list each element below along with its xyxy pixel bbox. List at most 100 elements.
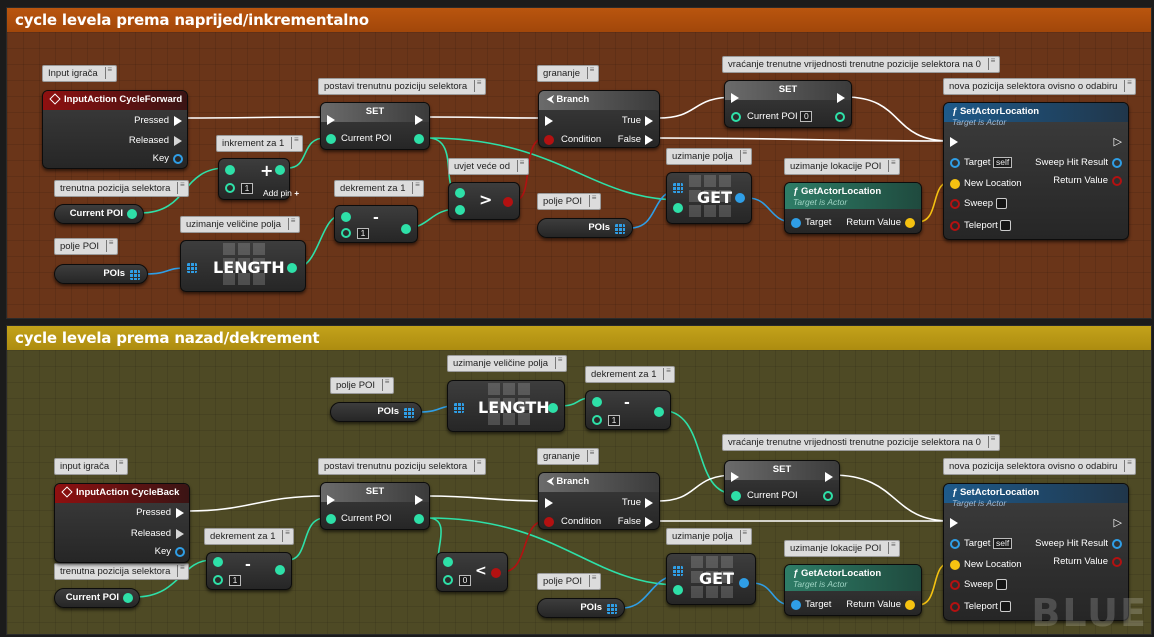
node-comment[interactable]: polje POI≡ — [537, 573, 602, 590]
array-out-pin-icon[interactable] — [615, 224, 625, 234]
int-in-pin-icon[interactable] — [326, 134, 336, 144]
node-subtract-decrement[interactable]: 1 - — [585, 390, 671, 430]
exec-in-pin-icon[interactable] — [545, 116, 553, 126]
int-in-pin-icon[interactable] — [225, 183, 235, 193]
vector-out-pin-icon[interactable] — [905, 600, 915, 610]
pin-comment-icon[interactable]: ≡ — [516, 159, 526, 172]
pin-comment-icon[interactable]: ≡ — [987, 57, 997, 70]
pin-comment-icon[interactable]: ≡ — [739, 529, 749, 542]
array-in-pin-icon[interactable] — [673, 566, 683, 576]
int-out-pin-icon[interactable] — [127, 209, 137, 219]
int-in-pin-icon[interactable] — [455, 188, 465, 198]
int-value-field[interactable]: 1 — [608, 415, 620, 426]
pin-comment-icon[interactable]: ≡ — [589, 194, 598, 207]
int-value-field[interactable]: 1 — [241, 183, 253, 194]
int-out-pin-icon[interactable] — [401, 224, 411, 234]
node-array-get[interactable]: GET — [666, 553, 756, 605]
node-comment[interactable]: uzimanje polja≡ — [666, 528, 752, 545]
exec-in-pin-icon[interactable] — [950, 518, 958, 528]
vector-out-pin-icon[interactable] — [905, 218, 915, 228]
node-set-current-poi[interactable]: SET Current POI — [320, 482, 430, 530]
int-in-pin-icon[interactable] — [225, 165, 235, 175]
node-comment[interactable]: dekrement za 1≡ — [204, 528, 295, 545]
node-comment[interactable]: dekrement za 1≡ — [334, 180, 425, 197]
bool-teleport-pin-icon[interactable] — [950, 221, 960, 231]
object-target-pin-icon[interactable] — [791, 218, 801, 228]
int-value-field[interactable]: 1 — [357, 228, 369, 239]
int-out-pin-icon[interactable] — [548, 403, 558, 413]
array-out-pin-icon[interactable] — [607, 604, 617, 614]
node-comment[interactable]: trenutna pozicija selektora≡ — [54, 180, 190, 197]
node-array-get[interactable]: GET — [666, 172, 752, 224]
int-in-pin-icon[interactable] — [592, 397, 602, 407]
pin-comment-icon[interactable]: ≡ — [106, 239, 115, 252]
node-array-length[interactable]: LENGTH — [180, 240, 306, 292]
int-out-pin-icon[interactable] — [835, 112, 845, 122]
node-comment[interactable]: uvjet veće od≡ — [448, 158, 529, 175]
bool-sweep-pin-icon[interactable] — [950, 580, 960, 590]
node-get-pois[interactable]: POIs — [54, 264, 148, 284]
exec-in-pin-icon[interactable] — [327, 115, 335, 125]
teleport-checkbox[interactable] — [1000, 220, 1012, 231]
pin-comment-icon[interactable]: ≡ — [739, 149, 749, 162]
pin-comment-icon[interactable]: ≡ — [474, 79, 483, 92]
node-comment[interactable]: postavi trenutnu poziciju selektora≡ — [318, 458, 487, 475]
array-in-pin-icon[interactable] — [187, 263, 197, 273]
pin-comment-icon[interactable]: ≡ — [282, 529, 291, 542]
node-comment[interactable]: inkrement za 1≡ — [216, 135, 304, 152]
pin-comment-icon[interactable]: ≡ — [1124, 459, 1133, 472]
exec-out-pin-icon[interactable] — [837, 93, 845, 103]
pin-comment-icon[interactable]: ≡ — [586, 66, 596, 79]
node-comment[interactable]: uzimanje veličine polja≡ — [447, 355, 568, 372]
node-set-current-poi[interactable]: SET Current POI — [320, 102, 430, 150]
node-comment[interactable]: polje POI≡ — [54, 238, 119, 255]
exec-pin-released-icon[interactable] — [176, 529, 184, 539]
node-comment[interactable]: grananje≡ — [537, 65, 599, 82]
exec-pin-released-icon[interactable] — [174, 136, 182, 146]
bool-out-pin-icon[interactable] — [503, 197, 513, 207]
comment-title-forward[interactable]: cycle levela prema naprijed/inkrementaln… — [7, 8, 1151, 32]
node-comment[interactable]: uzimanje lokacije POI≡ — [784, 540, 901, 557]
array-in-pin-icon[interactable] — [673, 183, 683, 193]
node-greater-than[interactable]: > — [448, 182, 520, 220]
pin-comment-icon[interactable]: ≡ — [116, 459, 125, 472]
int-out-pin-icon[interactable] — [275, 165, 285, 175]
node-input-action-cycle-forward[interactable]: InputAction CycleForward Pressed Release… — [42, 90, 188, 169]
struct-pin-key-icon[interactable] — [173, 154, 183, 164]
exec-out-pin-icon[interactable] — [825, 472, 833, 482]
int-in-pin-icon[interactable] — [731, 491, 741, 501]
node-comment[interactable]: grananje≡ — [537, 448, 599, 465]
int-index-pin-icon[interactable] — [673, 585, 683, 595]
int-in-pin-icon[interactable] — [443, 557, 453, 567]
node-branch[interactable]: ⮜ Branch True Condition False — [538, 90, 660, 148]
bool-teleport-pin-icon[interactable] — [950, 602, 960, 612]
array-out-pin-icon[interactable] — [404, 408, 414, 418]
pin-comment-icon[interactable]: ≡ — [888, 541, 897, 554]
int-in-pin-icon[interactable] — [443, 575, 453, 585]
node-input-action-cycle-back[interactable]: InputAction CycleBack Pressed Released K… — [54, 483, 190, 563]
node-subtract-decrement[interactable]: 1 - — [206, 552, 292, 590]
pin-comment-icon[interactable]: ≡ — [382, 378, 391, 391]
int-in-pin-icon[interactable] — [213, 575, 223, 585]
int-out-pin-icon[interactable] — [123, 593, 133, 603]
bool-out-pin-icon[interactable] — [491, 568, 501, 578]
int-out-pin-icon[interactable] — [414, 514, 424, 524]
node-comment[interactable]: nova pozicija selektora ovisno o odabiru… — [943, 78, 1137, 95]
exec-in-pin-icon[interactable] — [731, 93, 739, 103]
node-comment[interactable]: trenutna pozicija selektora≡ — [54, 563, 190, 580]
node-less-than[interactable]: 0 < — [436, 552, 508, 592]
node-comment[interactable]: polje POI≡ — [330, 377, 395, 394]
node-comment[interactable]: uzimanje polja≡ — [666, 148, 752, 165]
exec-out-hollow-icon[interactable]: ▷ — [1113, 136, 1122, 148]
self-value-field[interactable]: self — [993, 538, 1013, 549]
bool-return-pin-icon[interactable] — [1112, 176, 1122, 186]
bool-condition-pin-icon[interactable] — [544, 517, 554, 527]
node-get-pois[interactable]: POIs — [537, 218, 633, 238]
int-out-pin-icon[interactable] — [414, 134, 424, 144]
pin-comment-icon[interactable]: ≡ — [589, 574, 598, 587]
node-comment[interactable]: vraćanje trenutne vrijednosti trenutne p… — [722, 56, 1000, 73]
node-set-current-poi-zero[interactable]: SET Current POI 0 — [724, 80, 852, 128]
